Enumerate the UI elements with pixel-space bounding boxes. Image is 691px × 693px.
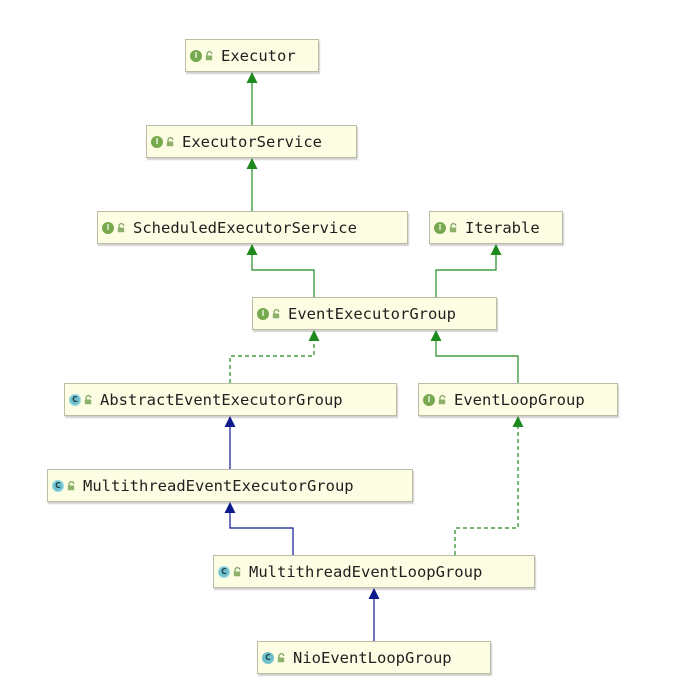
edge-eventloopgroup-to-eventexecutorgroup [430, 330, 519, 383]
class-icon: C [262, 651, 274, 664]
node-label: Iterable [465, 218, 540, 237]
interface-icon: I [434, 221, 446, 234]
public-lock-icon [277, 652, 285, 662]
public-lock-icon [438, 394, 446, 404]
node-iterable[interactable]: I Iterable [429, 211, 563, 244]
arrowhead [246, 72, 258, 83]
arrowhead [246, 244, 258, 255]
node-label: ExecutorService [182, 132, 322, 151]
node-executor-service[interactable]: I ExecutorService [146, 125, 357, 158]
node-nio-event-loop-group[interactable]: C NioEventLoopGroup [257, 641, 491, 674]
node-multithread-event-loop-group[interactable]: C MultithreadEventLoopGroup [213, 555, 535, 588]
arrowhead [246, 158, 258, 169]
edge-scheduledexecutorservice-to-executorservice [246, 158, 258, 211]
edge-nioeventloopgroup-to-multithreadeventloopgroup [368, 588, 380, 641]
public-lock-icon [272, 308, 280, 318]
edge-multithreadeventexecutorgroup-to-abstracteventexecutorgroup [224, 416, 236, 469]
public-lock-icon [67, 480, 75, 490]
arrowhead [512, 416, 524, 427]
interface-icon: I [257, 307, 269, 320]
public-lock-icon [166, 136, 174, 146]
public-lock-icon [449, 222, 457, 232]
node-label: NioEventLoopGroup [293, 648, 452, 667]
arrowhead [368, 588, 380, 599]
class-icon: C [52, 479, 64, 492]
node-label: MultithreadEventLoopGroup [249, 562, 483, 581]
node-abstract-event-executor-group[interactable]: C AbstractEventExecutorGroup [64, 383, 397, 416]
interface-icon: I [423, 393, 435, 406]
arrowhead [224, 502, 236, 513]
node-label: EventExecutorGroup [288, 304, 456, 323]
public-lock-icon [117, 222, 125, 232]
edge-executorservice-to-executor [246, 72, 258, 125]
edge-eventexecutorgroup-to-iterable [435, 244, 502, 297]
interface-icon: I [190, 49, 202, 62]
arrowhead [430, 330, 442, 341]
node-executor[interactable]: I Executor [185, 39, 319, 72]
edge-multithreadeventloopgroup-to-eventloopgroup [454, 416, 524, 555]
edge-abstracteventexecutorgroup-to-eventexecutorgroup [229, 330, 320, 383]
arrowhead [224, 416, 236, 427]
node-event-executor-group[interactable]: I EventExecutorGroup [252, 297, 497, 330]
arrowhead [490, 244, 502, 255]
interface-icon: I [151, 135, 163, 148]
node-scheduled-executor-service[interactable]: I ScheduledExecutorService [97, 211, 408, 244]
node-label: AbstractEventExecutorGroup [100, 390, 343, 409]
node-label: EventLoopGroup [454, 390, 585, 409]
class-icon: C [69, 393, 81, 406]
interface-icon: I [102, 221, 114, 234]
public-lock-icon [205, 50, 213, 60]
node-label: ScheduledExecutorService [133, 218, 357, 237]
node-label: Executor [221, 46, 296, 65]
public-lock-icon [233, 566, 241, 576]
edge-eventexecutorgroup-to-scheduledexecutorservice [246, 244, 315, 297]
arrowhead [308, 330, 320, 341]
edge-multithreadeventloopgroup-to-multithreadeventexecutorgroup [224, 502, 294, 555]
class-icon: C [218, 565, 230, 578]
node-label: MultithreadEventExecutorGroup [83, 476, 354, 495]
public-lock-icon [84, 394, 92, 404]
node-multithread-event-executor-group[interactable]: C MultithreadEventExecutorGroup [47, 469, 413, 502]
node-event-loop-group[interactable]: I EventLoopGroup [418, 383, 618, 416]
